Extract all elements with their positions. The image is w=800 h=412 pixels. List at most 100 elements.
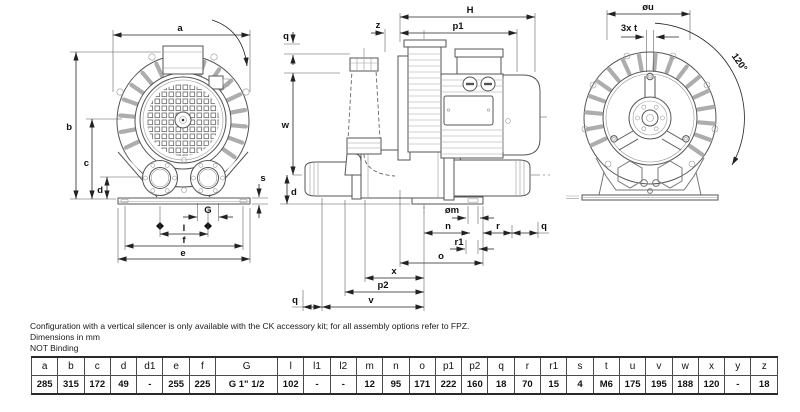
nameplate (443, 95, 494, 126)
dim-label-om: øm (445, 205, 459, 216)
dim-label-o: o (438, 251, 444, 262)
dim-label-z: z (376, 20, 381, 31)
dim-label-c: c (84, 158, 89, 169)
motor (440, 48, 541, 159)
dim-table-value-17: 70 (513, 375, 542, 395)
dim-table-value-21: 175 (618, 375, 647, 395)
dim-table-value-4: - (136, 375, 164, 395)
dim-table-header-17: r (513, 356, 542, 376)
port-right (190, 160, 226, 196)
note-configuration: Configuration with a vertical silencer i… (30, 321, 470, 331)
vertical-silencer-ck-option (344, 57, 396, 177)
dim-table-value-26: 18 (750, 375, 778, 395)
dim-table-header-8: l (277, 356, 305, 376)
dim-label-s: s (260, 173, 265, 184)
dim-table-header-4: d1 (136, 356, 164, 376)
dim-label-ou: øu (642, 2, 654, 13)
dim-table-value-9: - (303, 375, 331, 395)
dim-table-value-1: 315 (57, 375, 85, 395)
footnotes: Configuration with a vertical silencer i… (30, 321, 469, 354)
dim-table-value-5: 255 (162, 375, 190, 395)
dim-label-b: b (66, 122, 72, 133)
dim-table-value-7: G 1" 1/2 (215, 375, 279, 395)
dim-table-header-25: y (724, 356, 752, 376)
technical-drawing: a b c d s G l f e (66, 2, 749, 311)
angle-arc (654, 22, 745, 166)
port-left (142, 160, 178, 196)
dim-table-header-1: b (57, 356, 85, 376)
dim-table-value-10: - (329, 375, 357, 395)
dim-table-header-11: m (355, 356, 384, 376)
dim-table-value-3: 49 (109, 375, 138, 395)
dim-table-value-13: 171 (408, 375, 436, 395)
fan-grille (139, 76, 227, 164)
front-view-dimensions: a b c d s G l f e (66, 23, 268, 263)
dim-table-value-11: 12 (355, 375, 384, 395)
dim-table-header-10: l2 (329, 356, 357, 376)
dim-label-e: e (180, 248, 185, 259)
dim-label-d: d (97, 185, 103, 196)
inlet-muffler (304, 161, 353, 197)
dim-table-header-9: l1 (303, 356, 331, 376)
dim-table-value-15: 160 (461, 375, 489, 395)
dim-label-q-bottom: q (292, 295, 298, 306)
dim-table-value-2: 172 (83, 375, 111, 395)
dim-table-header-5: e (162, 356, 190, 376)
dim-table-header-2: c (83, 356, 111, 376)
dim-table-header-13: o (408, 356, 436, 376)
dim-table-value-18: 15 (540, 375, 568, 395)
side-view-drawing: H p1 z q w d øm n r q r1 o (280, 5, 550, 311)
dim-table-value-22: 195 (645, 375, 673, 395)
dim-label-a: a (177, 23, 183, 34)
dim-label-n: n (445, 221, 451, 232)
dim-table-header-16: q (487, 356, 515, 376)
dim-label-l: l (183, 223, 186, 234)
dim-table-header-12: n (382, 356, 410, 376)
dim-label-r1: r1 (455, 237, 465, 248)
front-view-drawing: a b c d s G l f e (66, 19, 268, 263)
dim-label-p1: p1 (452, 21, 464, 32)
dim-table-value-20: M6 (592, 375, 620, 395)
base-plate-front (117, 197, 251, 205)
dim-table-value-25: - (724, 375, 752, 395)
dim-table-value-14: 222 (434, 375, 463, 395)
dim-table-value-12: 95 (382, 375, 410, 395)
rear-cooling-fins (584, 52, 716, 157)
dim-table-header-22: v (645, 356, 673, 376)
rotation-direction-arrow (211, 19, 249, 67)
dim-label-r: r (496, 221, 500, 232)
dim-table-header-7: G (215, 356, 279, 376)
dim-table-header-15: p2 (461, 356, 489, 376)
dim-label-H: H (467, 5, 474, 16)
dim-table-value-23: 188 (671, 375, 699, 395)
dim-table-header-18: r1 (540, 356, 568, 376)
rear-foot-lattice (595, 157, 705, 196)
dim-table-header-3: d (109, 356, 138, 376)
dim-label-v: v (368, 295, 374, 306)
dim-table-header-26: z (750, 356, 778, 376)
dim-table-value-8: 102 (277, 375, 305, 395)
dim-table-value-0: 285 (30, 375, 59, 395)
dim-table-header-21: u (618, 356, 647, 376)
dim-table-header-20: t (592, 356, 620, 376)
tube-ribs (409, 53, 440, 145)
dim-table-value-19: 4 (566, 375, 594, 395)
dim-label-f: f (182, 235, 186, 246)
dim-table-header-19: s (566, 356, 594, 376)
outlet-muffler (445, 159, 531, 197)
dim-label-3xt: 3x t (621, 23, 638, 34)
flange-bolt-holes (610, 72, 690, 143)
dim-table-header-24: x (697, 356, 726, 376)
dim-label-q-right: q (541, 221, 547, 232)
rear-view-drawing: øu 3x t 120° (566, 2, 749, 201)
note-dimensions-unit: Dimensions in mm (30, 332, 100, 342)
dim-table-header-0: a (30, 356, 59, 376)
rear-spokes (613, 76, 687, 151)
terminal-box-front (162, 45, 204, 75)
dim-label-d-side: d (291, 187, 297, 198)
dim-table-value-6: 225 (188, 375, 217, 395)
dim-table-header-14: p1 (434, 356, 463, 376)
side-view-dimensions: H p1 z q w d øm n r q r1 o (280, 5, 549, 311)
